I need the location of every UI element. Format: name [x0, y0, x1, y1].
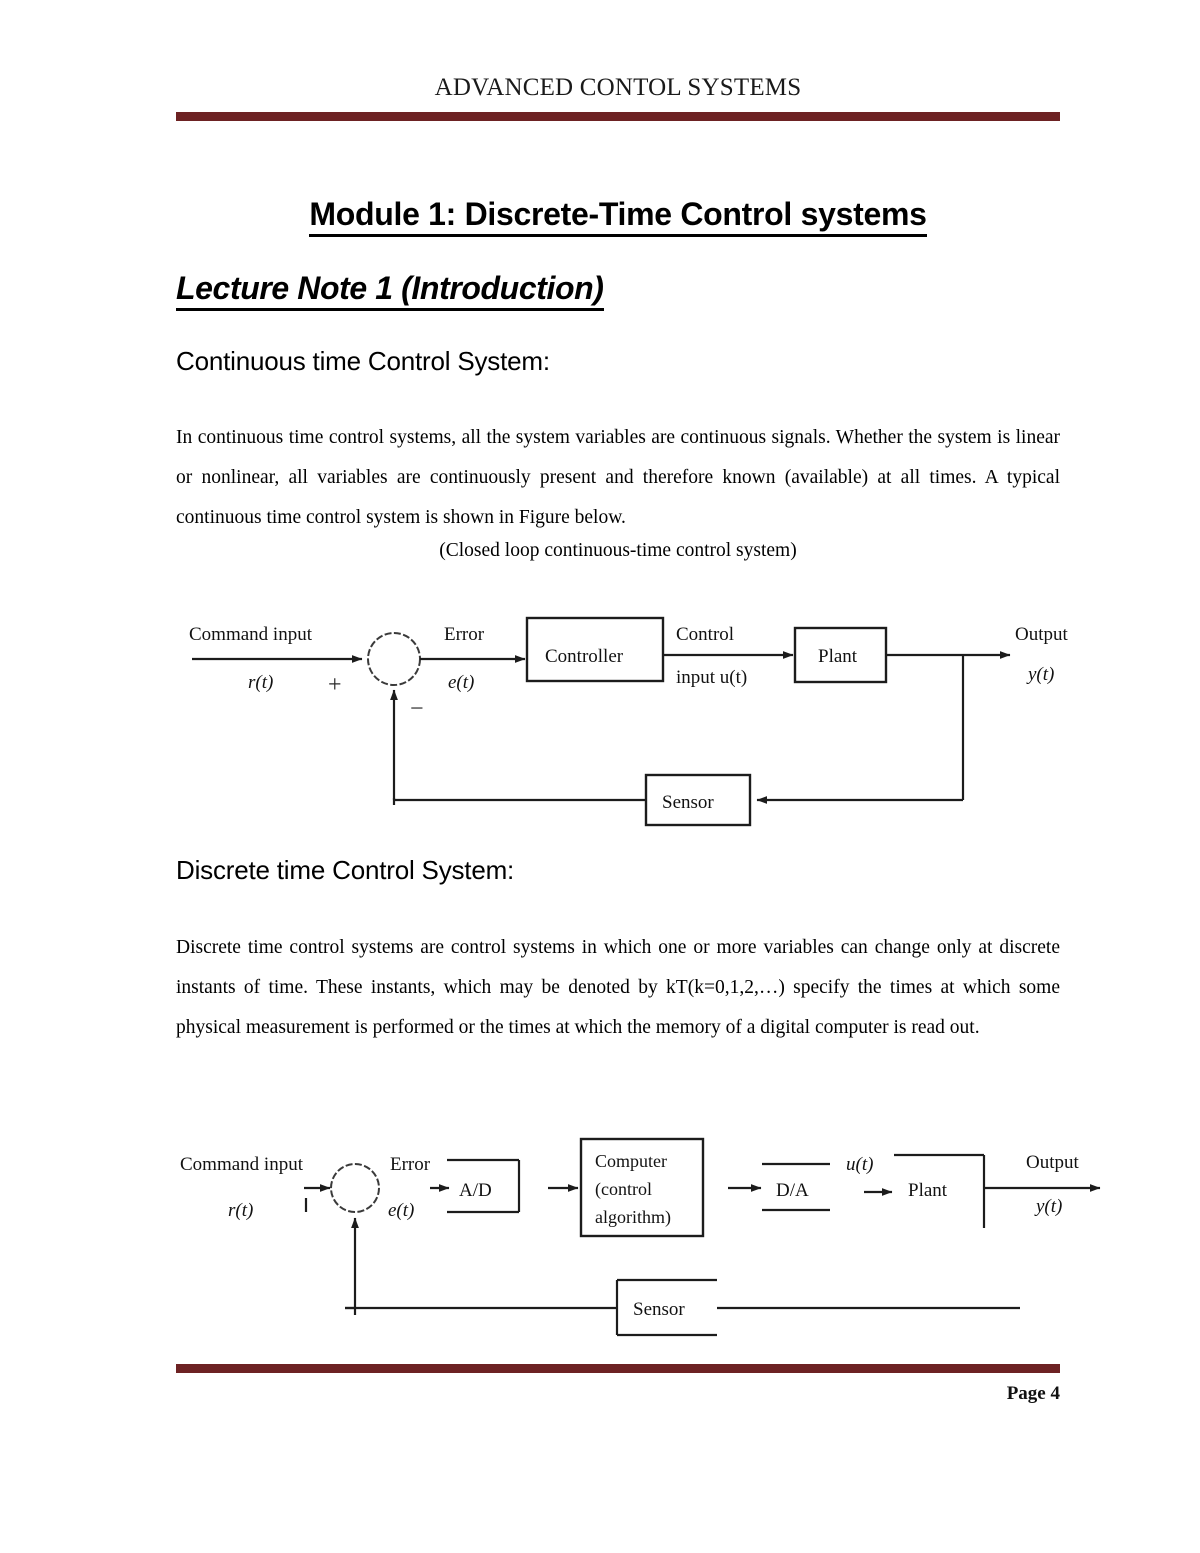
figure2-computer-line-1: Computer — [595, 1151, 667, 1171]
module-heading: Module 1: Discrete-Time Control systems — [176, 196, 1060, 237]
figure2-error-label: Error — [390, 1154, 431, 1175]
section-heading-continuous: Continuous time Control System: — [176, 346, 550, 376]
figure1-controller-block-label: Controller — [545, 646, 624, 667]
figure2-computer-line-3: algorithm) — [595, 1207, 671, 1228]
lecture-note-heading-text: Lecture Note 1 (Introduction) — [176, 270, 604, 311]
figure2-output-signal: y(t) — [1034, 1196, 1062, 1217]
page-header: ADVANCED CONTOL SYSTEMS — [176, 74, 1060, 102]
figure2-plant-block-label: Plant — [908, 1180, 948, 1201]
figure1-command-input-label: Command input — [189, 624, 313, 645]
figure2-sensor-block-label: Sensor — [633, 1299, 685, 1320]
figure2-da-block-label: D/A — [776, 1180, 809, 1201]
figure-continuous-control-system: Command input r(t) + − Error e(t) Contro… — [0, 600, 1200, 850]
figure2-computer-line-2: (control — [595, 1179, 652, 1200]
figure2-da-signal: u(t) — [846, 1154, 873, 1175]
figure2-command-input-label: Command input — [180, 1154, 304, 1175]
figure1-sum-plus: + — [328, 672, 342, 698]
figure1-error-signal: e(t) — [448, 672, 474, 693]
figure-caption-continuous: (Closed loop continuous-time control sys… — [439, 540, 797, 561]
header-title: ADVANCED CONTOL SYSTEMS — [434, 74, 802, 101]
figure1-sensor-block-label: Sensor — [662, 792, 714, 813]
figure1-command-input-signal: r(t) — [248, 672, 273, 693]
header-rule — [176, 112, 1060, 121]
footer-page-number: Page 4 — [1006, 1383, 1060, 1404]
paragraph-discrete: Discrete time control systems are contro… — [176, 937, 1060, 1038]
figure1-control-input-signal: input u(t) — [676, 667, 747, 688]
paragraph-continuous: In continuous time control systems, all … — [176, 427, 1060, 528]
footer-rule — [176, 1364, 1060, 1373]
figure1-sum-minus: − — [410, 696, 424, 722]
figure-discrete-control-system: Command input r(t) Error e(t) A/D Comput… — [0, 1130, 1200, 1370]
figure2-output-label: Output — [1026, 1152, 1080, 1173]
figure1-error-label: Error — [444, 624, 485, 645]
figure2-command-input-signal: r(t) — [228, 1200, 253, 1221]
figure2-ad-block-label: A/D — [459, 1180, 492, 1201]
figure2-error-signal: e(t) — [388, 1200, 414, 1221]
module-heading-text: Module 1: Discrete-Time Control systems — [309, 196, 927, 237]
figure1-output-label: Output — [1015, 624, 1069, 645]
figure1-control-input-label: Control — [676, 624, 734, 645]
figure1-plant-block-label: Plant — [818, 646, 858, 667]
section-heading-discrete: Discrete time Control System: — [176, 855, 515, 885]
figure1-output-signal: y(t) — [1026, 664, 1054, 685]
lecture-note-heading: Lecture Note 1 (Introduction) — [176, 270, 604, 311]
